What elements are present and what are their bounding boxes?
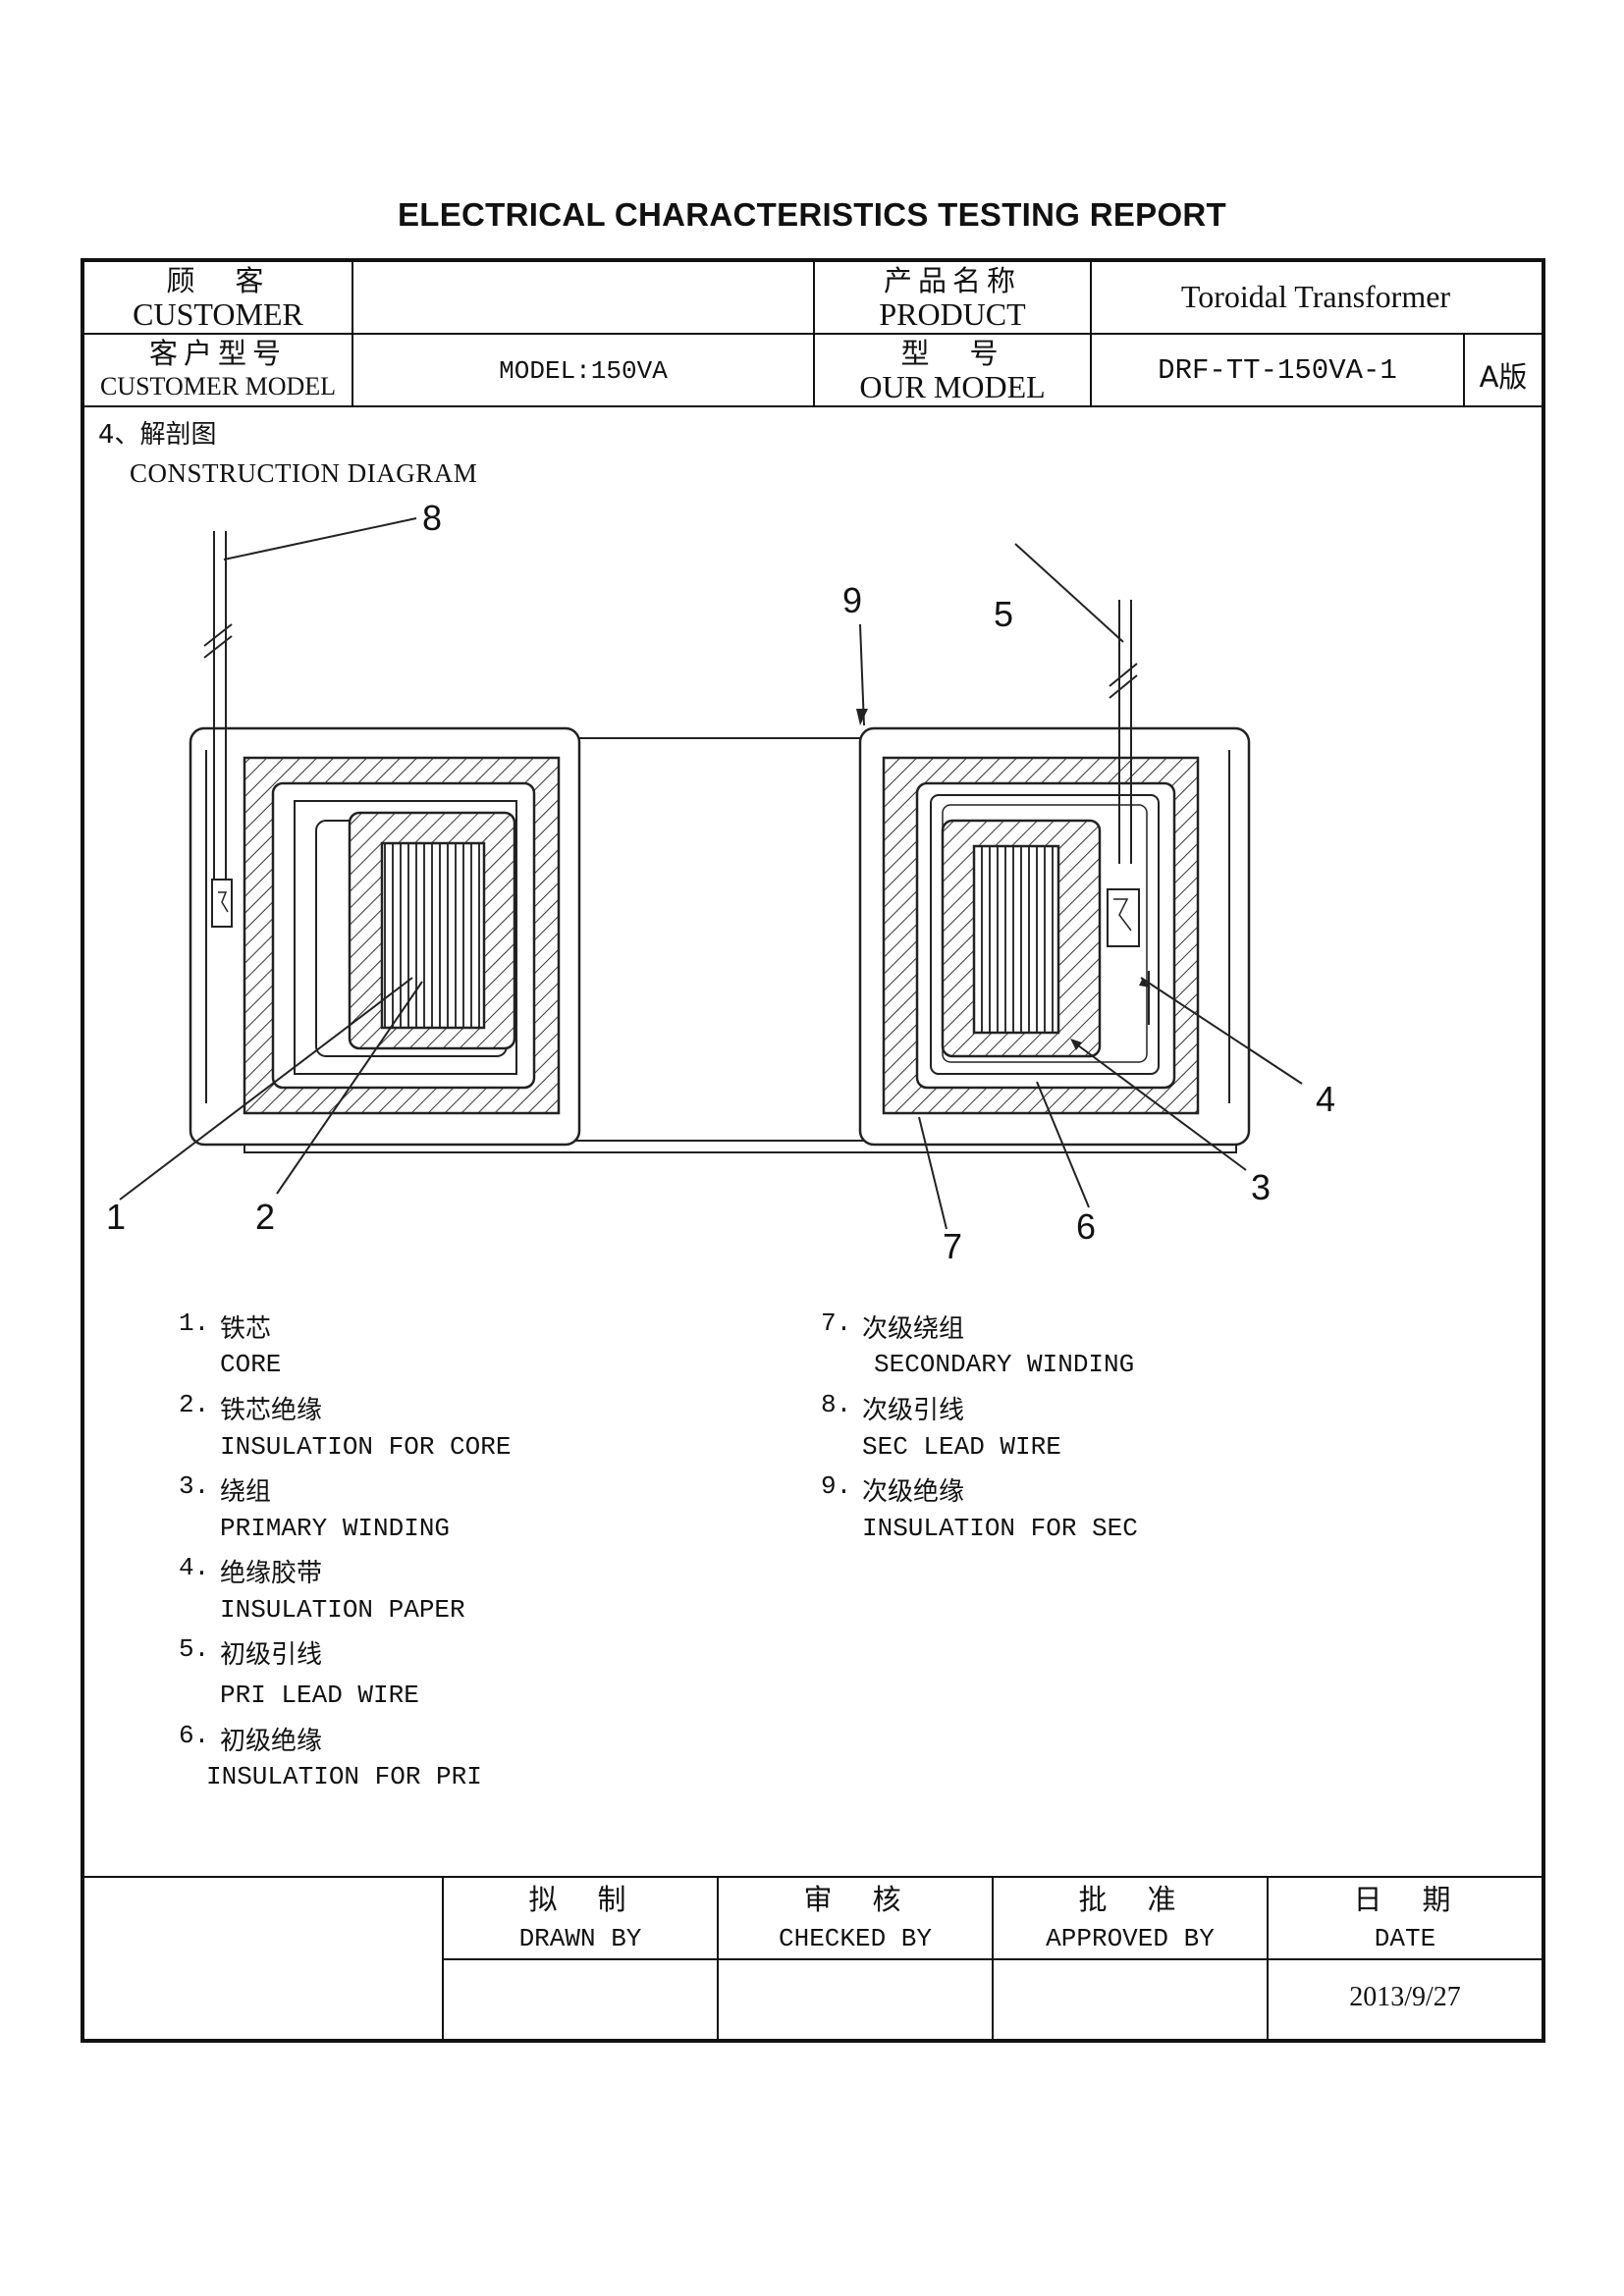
customer-model-label-cell: 客户型号 CUSTOMER MODEL bbox=[84, 335, 352, 405]
legend-en-9: INSULATION FOR SEC bbox=[862, 1514, 1138, 1543]
legend-en-1: CORE bbox=[220, 1350, 282, 1379]
approved-by-cell: 批 准 APPROVED BY bbox=[994, 1880, 1267, 1958]
legend-zh-9: 次级绝缘 bbox=[862, 1477, 965, 1507]
section-heading-en: CONSTRUCTION DIAGRAM bbox=[130, 458, 478, 488]
section-heading-zh: 4、解剖图 bbox=[98, 420, 217, 450]
report-title: ELECTRICAL CHARACTERISTICS TESTING REPOR… bbox=[397, 196, 1227, 233]
callout-8: 8 bbox=[422, 498, 442, 538]
legend-en-5: PRI LEAD WIRE bbox=[220, 1681, 419, 1710]
version-badge: A版 bbox=[1479, 360, 1528, 394]
customer-model-label-en: CUSTOMER MODEL bbox=[99, 372, 337, 400]
approved-by-zh: 批 准 bbox=[1078, 1883, 1182, 1916]
legend-num-8: 8. bbox=[821, 1390, 852, 1419]
base-strip bbox=[244, 1140, 1237, 1153]
legend-en-8: SEC LEAD WIRE bbox=[862, 1432, 1061, 1462]
callout-9: 9 bbox=[842, 580, 862, 620]
our-model-label-en: OUR MODEL bbox=[859, 369, 1046, 404]
construction-diagram: 1 2 3 4 5 6 7 8 9 bbox=[106, 498, 1335, 1266]
callout-4: 4 bbox=[1316, 1079, 1335, 1119]
legend-num-9: 9. bbox=[821, 1471, 852, 1501]
legend-zh-8: 次级引线 bbox=[862, 1396, 965, 1425]
legend-num-5: 5. bbox=[179, 1634, 210, 1664]
signoff-top-border bbox=[84, 1876, 1542, 1878]
legend-zh-7: 次级绕组 bbox=[862, 1314, 965, 1344]
product-value: Toroidal Transformer bbox=[1180, 279, 1451, 314]
our-model-label-cell: 型 号 OUR MODEL bbox=[815, 335, 1090, 405]
legend-num-2: 2. bbox=[179, 1390, 210, 1419]
product-label-zh: 产品名称 bbox=[883, 264, 1021, 297]
legend-zh-2: 铁芯绝缘 bbox=[220, 1396, 323, 1425]
customer-model-value: MODEL:150VA bbox=[499, 356, 668, 386]
leader-arrowheads bbox=[856, 630, 1151, 1050]
date-value: 2013/9/27 bbox=[1349, 1982, 1461, 2012]
checked-by-en: CHECKED BY bbox=[778, 1924, 933, 1953]
customer-model-label-zh: 客户型号 bbox=[148, 337, 287, 370]
date-en: DATE bbox=[1374, 1924, 1436, 1953]
legend-num-1: 1. bbox=[179, 1308, 210, 1338]
signoff-col-divider-3 bbox=[992, 1876, 994, 2043]
legend-en-6: INSULATION FOR PRI bbox=[206, 1762, 482, 1791]
drawn-by-cell: 拟 制 DRAWN BY bbox=[444, 1880, 717, 1958]
legend-en-7: SECONDARY WINDING bbox=[874, 1350, 1135, 1379]
legend-zh-6: 初级绝缘 bbox=[220, 1727, 323, 1756]
left-winding-section bbox=[189, 531, 581, 1147]
header-col-divider-1 bbox=[352, 262, 353, 407]
header-col-divider-4 bbox=[1463, 335, 1465, 407]
checked-by-cell: 审 核 CHECKED BY bbox=[719, 1880, 992, 1958]
legend-en-4: INSULATION PAPER bbox=[220, 1595, 465, 1625]
legend-zh-5: 初级引线 bbox=[220, 1640, 323, 1670]
drawn-by-en: DRAWN BY bbox=[518, 1924, 642, 1953]
callout-1: 1 bbox=[106, 1197, 126, 1237]
callout-3: 3 bbox=[1251, 1167, 1271, 1207]
customer-label-cell: 顾 客 CUSTOMER bbox=[84, 262, 352, 333]
right-winding-section bbox=[858, 600, 1251, 1147]
signoff-col-divider-2 bbox=[717, 1876, 719, 2043]
date-zh: 日 期 bbox=[1353, 1883, 1457, 1916]
leader-lines bbox=[119, 517, 1303, 1230]
report-frame: 顾 客 CUSTOMER 产品名称 PRODUCT Toroidal Trans… bbox=[81, 258, 1545, 2043]
legend-zh-4: 绝缘胶带 bbox=[220, 1559, 323, 1588]
checked-by-zh: 审 核 bbox=[803, 1883, 907, 1916]
header-col-divider-3 bbox=[1090, 262, 1092, 407]
legend-num-3: 3. bbox=[179, 1471, 210, 1501]
our-model-value: DRF-TT-150VA-1 bbox=[1158, 354, 1397, 387]
header-col-divider-2 bbox=[813, 262, 815, 407]
legend-en-3: PRIMARY WINDING bbox=[220, 1514, 451, 1543]
legend-num-6: 6. bbox=[179, 1721, 210, 1750]
customer-label-zh: 顾 客 bbox=[166, 264, 270, 297]
callout-6: 6 bbox=[1076, 1206, 1096, 1247]
product-label-cell: 产品名称 PRODUCT bbox=[815, 262, 1090, 333]
callout-5: 5 bbox=[994, 594, 1013, 634]
callout-7: 7 bbox=[943, 1226, 962, 1266]
drawn-by-zh: 拟 制 bbox=[528, 1883, 632, 1916]
signoff-col-divider-4 bbox=[1267, 1876, 1269, 2043]
date-cell: 日 期 DATE bbox=[1269, 1880, 1542, 1958]
legend-num-7: 7. bbox=[821, 1308, 852, 1338]
legend-zh-3: 绕组 bbox=[220, 1477, 272, 1507]
signoff-table: 拟 制 DRAWN BY 审 核 CHECKED BY 批 准 APPROVED… bbox=[84, 1876, 1542, 2043]
product-label-en: PRODUCT bbox=[879, 296, 1026, 332]
approved-by-en: APPROVED BY bbox=[1046, 1924, 1215, 1953]
our-model-label-zh: 型 号 bbox=[900, 337, 1004, 370]
legend-num-4: 4. bbox=[179, 1553, 210, 1582]
legend-zh-1: 铁芯 bbox=[220, 1314, 272, 1344]
legend-en-2: INSULATION FOR CORE bbox=[220, 1432, 512, 1462]
callout-2: 2 bbox=[255, 1197, 275, 1237]
customer-label-en: CUSTOMER bbox=[133, 296, 303, 332]
signoff-col-divider-1 bbox=[442, 1876, 444, 2043]
